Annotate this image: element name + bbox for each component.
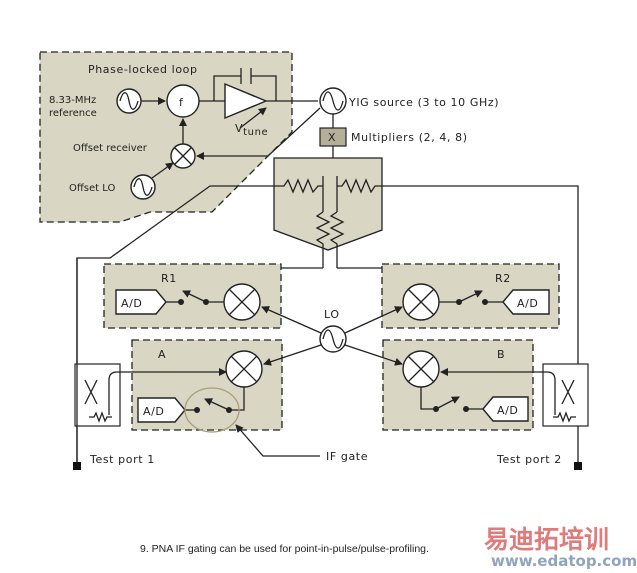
- r1-label: R1: [161, 272, 177, 285]
- lo-oscillator-icon: [319, 325, 347, 353]
- b-mixer-icon: [402, 350, 440, 388]
- a-mixer-icon: [225, 350, 263, 388]
- test-port2-terminal: [574, 462, 582, 470]
- b-adc-label: A/D: [497, 404, 519, 417]
- reference-oscillator-icon: [116, 88, 142, 114]
- offset-lo-label: Offset LO: [69, 183, 115, 194]
- watermark-url: www.edatop.com: [491, 552, 637, 570]
- coupler-port1-icon: [74, 258, 227, 466]
- receiver-r1-block: R1 A/D: [103, 263, 282, 329]
- reference-label-2: reference: [49, 108, 97, 119]
- test-port2-label: Test port 2: [496, 453, 562, 466]
- offset-mixer-icon: [170, 143, 196, 169]
- power-splitter-block: [273, 157, 383, 268]
- test-port1-terminal: [73, 462, 81, 470]
- multipliers-label: Multipliers (2, 4, 8): [351, 131, 468, 144]
- watermark-chinese: 易迪拓培训: [484, 525, 609, 554]
- offset-lo-oscillator-icon: [130, 174, 156, 200]
- multiplier-block: X: [319, 127, 347, 147]
- yig-source-label: YIG source (3 to 10 GHz): [348, 96, 499, 109]
- reference-label-1: 8.33-MHz: [49, 95, 96, 106]
- pll-block: Phase-locked loop 8.33-MHz reference f V…: [39, 51, 318, 223]
- b-label: B: [497, 348, 505, 361]
- r2-label: R2: [495, 272, 511, 285]
- figure-caption: 9. PNA IF gating can be used for point-i…: [140, 543, 429, 555]
- receiver-b-block: B A/D: [382, 339, 534, 431]
- if-gate-ring: [184, 387, 240, 433]
- lo-label: LO: [324, 308, 340, 321]
- if-gate-label: IF gate: [326, 450, 368, 463]
- r2-adc-label: A/D: [517, 297, 539, 310]
- test-port1-label: Test port 1: [89, 453, 155, 466]
- phase-detector-label: f: [179, 96, 184, 109]
- phase-detector: f: [166, 84, 200, 118]
- offset-receiver-label: Offset receiver: [73, 143, 148, 154]
- pll-title: Phase-locked loop: [88, 63, 198, 76]
- multiplier-symbol: X: [328, 131, 336, 144]
- r1-adc-label: A/D: [121, 297, 143, 310]
- a-adc-label: A/D: [143, 405, 165, 418]
- a-label: A: [158, 348, 166, 361]
- r1-mixer-icon: [223, 283, 261, 321]
- vtune-label: Vtune: [235, 122, 268, 138]
- yig-oscillator-icon: [319, 87, 347, 115]
- r2-mixer-icon: [402, 283, 440, 321]
- receiver-r2-block: R2 A/D: [381, 263, 560, 329]
- watermark: 易迪拓培训 www.edatop.com: [484, 525, 637, 570]
- coupler-port2-icon: [440, 363, 589, 427]
- integrator-amplifier-icon: [213, 68, 277, 120]
- receiver-a-block: A A/D: [131, 339, 283, 433]
